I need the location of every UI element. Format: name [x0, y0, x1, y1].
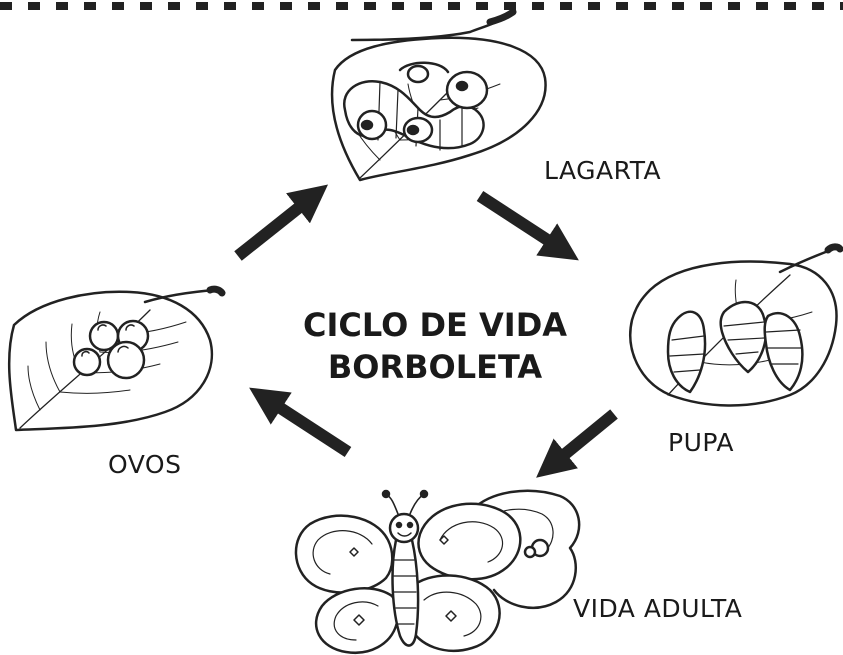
diagram-title-line-2: BORBOLETA: [327, 348, 543, 386]
stage-label-adult: VIDA ADULTA: [573, 594, 743, 623]
arrow-adult-to-eggs: [249, 387, 352, 458]
leaf-with-pupae-icon: [629, 243, 843, 407]
stage-label-caterpillar: LAGARTA: [544, 156, 662, 185]
arrow-eggs-to-caterpillar: [234, 184, 329, 261]
leaf-with-eggs-icon: [7, 285, 226, 432]
arrow-pupa-to-adult: [536, 409, 618, 478]
arrow-caterpillar-to-pupa: [476, 190, 579, 261]
leaf-with-caterpillars-icon: [330, 8, 547, 182]
butterfly-icon: [294, 489, 581, 655]
stage-label-eggs: OVOS: [108, 450, 182, 479]
stage-label-pupa: PUPA: [668, 428, 734, 457]
diagram-title-line-1: CICLO DE VIDA: [302, 306, 568, 344]
cycle-arrows: [234, 184, 618, 478]
